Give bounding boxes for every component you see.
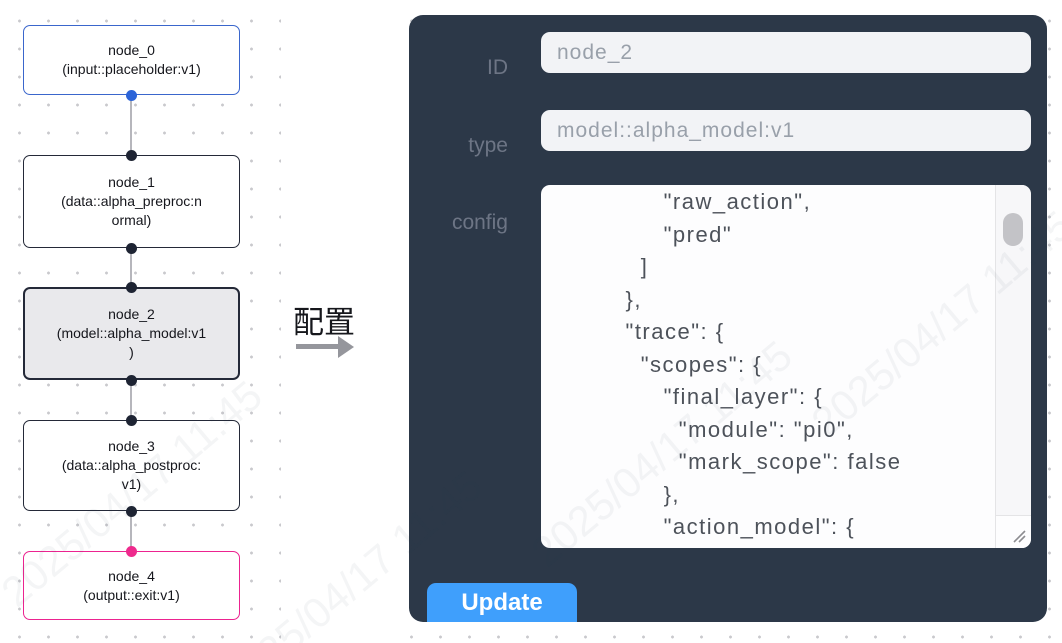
config-field-label: config <box>451 211 508 234</box>
node-label: node_2 (model::alpha_model:v1 ) <box>56 306 207 360</box>
flow-node-node_4[interactable]: node_4 (output::exit:v1) <box>23 551 240 620</box>
connection-handle-node0-bottom[interactable] <box>126 89 137 101</box>
right-arrow-icon <box>296 344 339 349</box>
config-textarea[interactable]: "raw_action", "pred" ] }, "trace": { "sc… <box>541 185 1031 548</box>
connection-handle-node1-top[interactable] <box>126 149 137 161</box>
right-arrow-head-icon <box>338 335 354 358</box>
node-label: node_4 (output::exit:v1) <box>83 567 180 603</box>
update-button[interactable]: Update <box>427 583 577 622</box>
flow-node-node_1[interactable]: node_1 (data::alpha_preproc:n ormal) <box>23 155 240 248</box>
flow-node-node_3[interactable]: node_3 (data::alpha_postproc: v1) <box>23 420 240 511</box>
flow-node-node_0[interactable]: node_0 (input::placeholder:v1) <box>23 25 240 95</box>
config-scrollbar-thumb[interactable] <box>1003 213 1023 246</box>
node-label: node_0 (input::placeholder:v1) <box>62 42 201 77</box>
config-json-text: "raw_action", "pred" ] }, "trace": { "sc… <box>625 189 902 539</box>
id-field-label: ID <box>487 56 508 79</box>
edge-node3-node4 <box>130 511 132 551</box>
connection-handle-node2-top[interactable] <box>126 281 137 293</box>
type-input[interactable] <box>541 110 1031 151</box>
edge-node1-node2 <box>130 248 132 287</box>
flow-node-node_2-selected[interactable]: node_2 (model::alpha_model:v1 ) <box>23 287 240 380</box>
connection-handle-node3-top[interactable] <box>126 414 137 426</box>
config-scroll-corner <box>995 515 1031 548</box>
edge-node2-node3 <box>130 380 132 420</box>
edge-node0-node1 <box>130 95 132 155</box>
configure-arrow-label: 配置 <box>293 305 355 340</box>
id-input[interactable] <box>541 32 1031 73</box>
type-field-label: type <box>468 134 508 157</box>
resize-grip-icon[interactable] <box>1010 527 1028 545</box>
connection-handle-node2-bottom[interactable] <box>126 374 137 386</box>
connection-handle-node1-bottom[interactable] <box>126 242 137 254</box>
node-label: node_1 (data::alpha_preproc:n ormal) <box>61 174 202 228</box>
connection-handle-node4-top[interactable] <box>126 545 137 557</box>
connection-handle-node3-bottom[interactable] <box>126 505 137 517</box>
config-scrollbar-track[interactable] <box>995 185 1031 515</box>
node-config-panel: ID type config "raw_action", "pred" ] },… <box>409 15 1047 622</box>
node-label: node_3 (data::alpha_postproc: v1) <box>61 438 202 492</box>
